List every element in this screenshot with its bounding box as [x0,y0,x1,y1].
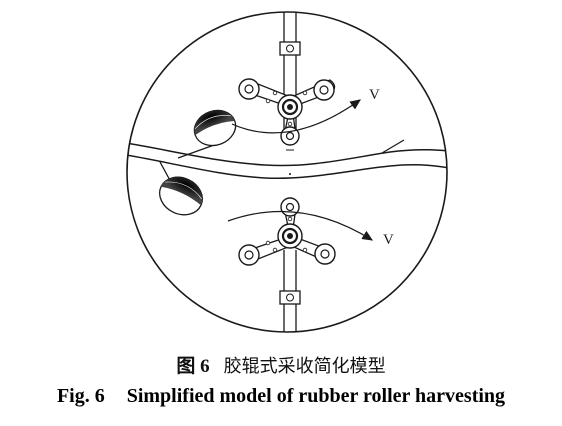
velocity-arc-lower [227,210,374,241]
center-dot [289,173,291,175]
velocity-label-bottom: V [383,232,394,248]
caption-en-title: Simplified model of rubber roller harves… [126,385,506,407]
caption-cn-number: 图 6 [176,356,210,377]
fruit-lower [159,176,203,216]
upper-roller-assembly [238,78,336,146]
branch-lower-edge [127,153,447,180]
caption-english: Fig. 6 Simplified model of rubber roller … [0,385,562,408]
twig-right [381,139,405,154]
view-circle [126,11,448,333]
fruit-upper [193,109,237,147]
velocity-arc-upper [231,99,361,134]
lower-mount-bracket [279,290,301,305]
caption-cn-title: 胶辊式采收简化模型 [223,356,386,377]
velocity-label-top: V [369,87,380,103]
rubber-roller-diagram: V V [126,11,448,333]
caption-en-number: Fig. 6 [56,385,105,407]
caption-chinese: 图 6 胶辊式采收简化模型 [0,351,562,378]
lower-roller-assembly [238,197,336,266]
branch-upper-edge [127,141,447,167]
upper-mount-bracket [279,41,301,56]
